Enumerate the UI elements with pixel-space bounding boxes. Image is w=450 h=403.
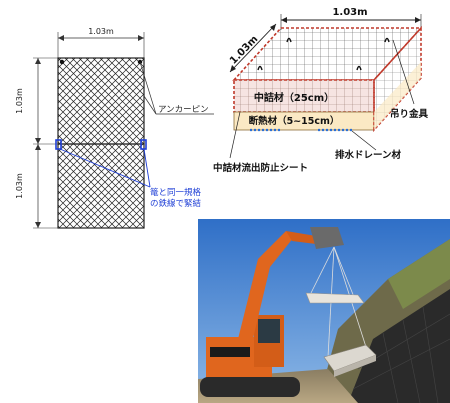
upper-mesh-panel xyxy=(57,57,145,145)
anchor-pin-dot xyxy=(59,59,65,65)
box-width-label: 1.03m xyxy=(332,7,367,18)
sheet-label: 中詰材流出防止シート xyxy=(213,162,308,174)
fill-material-label: 中詰材（25cm） xyxy=(254,91,334,104)
lifting-hook-icon xyxy=(356,65,362,71)
lower-mesh-panel xyxy=(57,143,145,229)
hook-label: 吊り金具 xyxy=(390,108,429,120)
isometric-drawing: 1.03m 1.03m 中詰材（25cm） 断熱材（5~15cm） 吊り金具 排… xyxy=(213,7,429,174)
width-label: 1.03m xyxy=(88,27,114,36)
insulation-label: 断熱材（5~15cm） xyxy=(249,115,340,127)
excavator-photo xyxy=(198,219,450,403)
excavator-bucket xyxy=(310,227,344,249)
height-label-bottom: 1.03m xyxy=(15,173,24,199)
wire-tie-left xyxy=(55,139,62,150)
wire-tie-right xyxy=(140,139,147,150)
lifting-hook-icon xyxy=(286,37,292,43)
anchor-pin-label: アンカーピン xyxy=(158,105,209,115)
hook-leader xyxy=(392,39,415,105)
tie-note-line2: の鉄線で緊結 xyxy=(150,198,202,209)
plan-drawing: 1.03m アンカーピン 1.03m 1.03m 篭と同一規格 の鉄線で緊結 xyxy=(15,27,214,229)
suspended-panel xyxy=(305,292,365,304)
tie-leader-line xyxy=(59,148,151,188)
anchor-pin-leader xyxy=(139,61,157,115)
lifting-hook-icon xyxy=(257,65,263,71)
lifting-hook-icon xyxy=(384,37,390,43)
excavator-tracks xyxy=(200,377,300,397)
excavator-boom xyxy=(238,231,294,343)
tie-note-line1: 篭と同一規格 xyxy=(150,187,202,198)
height-label-top: 1.03m xyxy=(15,88,24,114)
drain-leader xyxy=(351,130,377,151)
sheet-leader xyxy=(229,111,241,159)
drain-label: 排水ドレーン材 xyxy=(335,149,402,161)
